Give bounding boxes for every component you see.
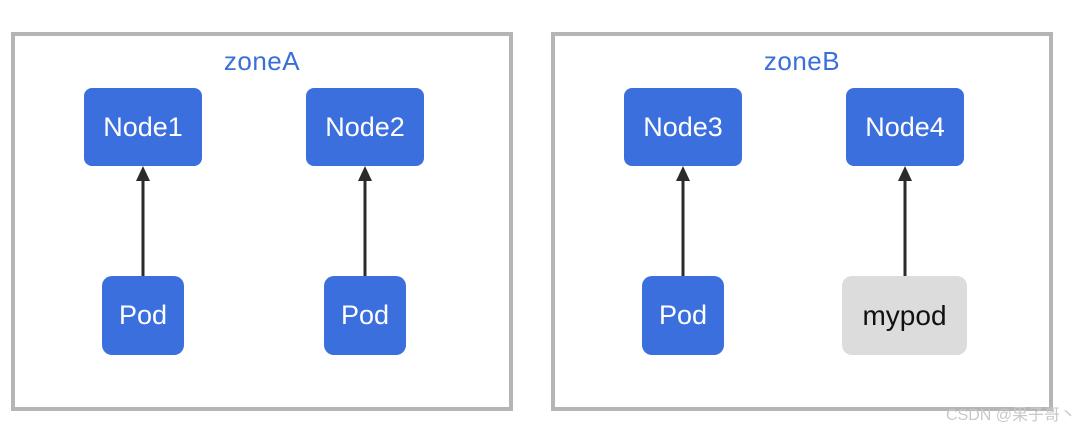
zone-b: zoneB Node3 Node4 Pod mypod (551, 32, 1053, 411)
arrow-up-icon (358, 166, 372, 276)
arrow-up-icon (136, 166, 150, 276)
node1-box: Node1 (84, 88, 202, 166)
mypod-box: mypod (842, 276, 967, 355)
zone-a-label: zoneA (223, 46, 301, 76)
node3-box: Node3 (624, 88, 742, 166)
arrow-up-icon (676, 166, 690, 276)
zone-a: zoneA Node1 Node2 Pod Pod (11, 32, 513, 411)
node4-box: Node4 (846, 88, 964, 166)
pod-box: Pod (324, 276, 406, 355)
arrow-up-icon (898, 166, 912, 276)
zone-b-label: zoneB (763, 46, 841, 76)
pod-box: Pod (102, 276, 184, 355)
pod-box: Pod (642, 276, 724, 355)
watermark: CSDN @果子哥丶 (945, 407, 1076, 424)
node2-box: Node2 (306, 88, 424, 166)
